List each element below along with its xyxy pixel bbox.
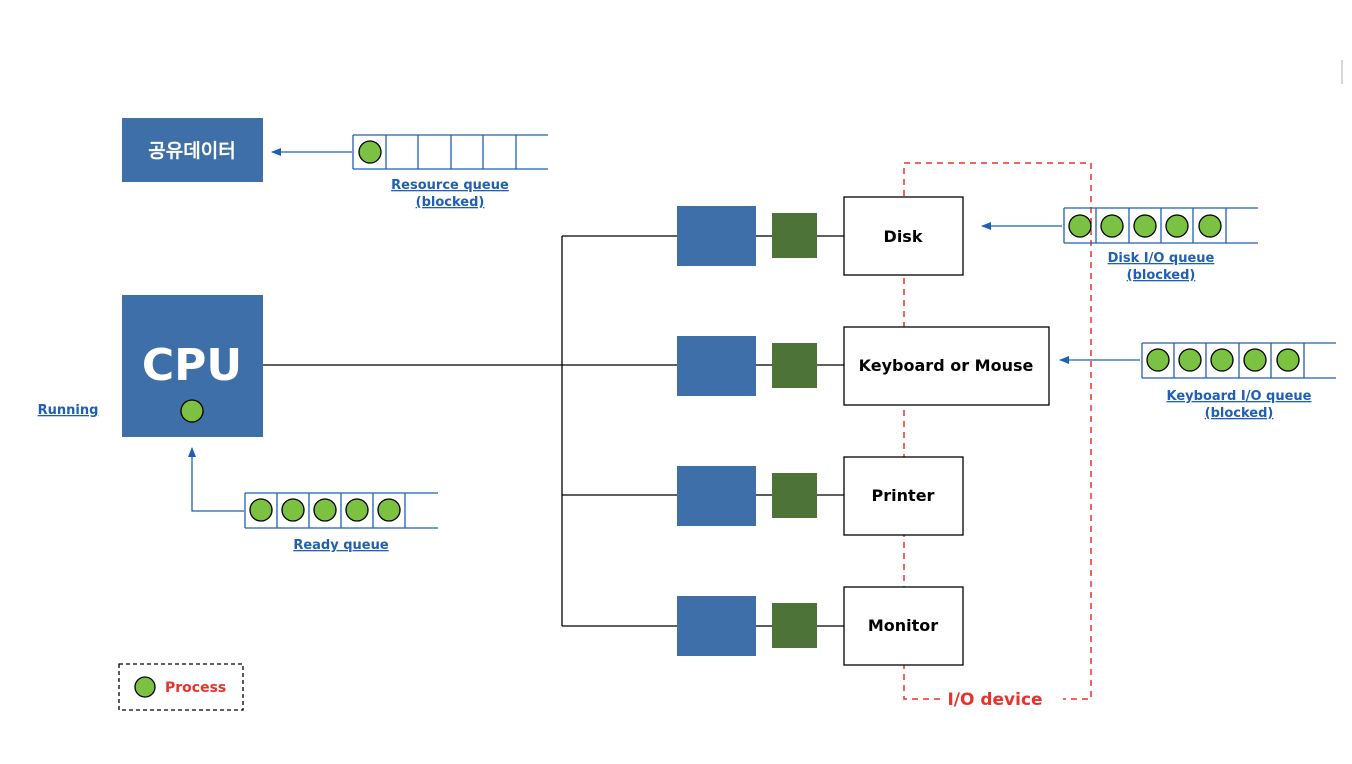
process-circle <box>1178 348 1202 372</box>
keyboard-queue-label: Keyboard I/O queue <box>1167 389 1312 404</box>
monitor-device-label: Monitor <box>868 616 938 635</box>
monitor-controller <box>677 596 756 656</box>
process-circle <box>1210 348 1234 372</box>
process-circle <box>1198 214 1222 238</box>
ready-queue-arrow <box>188 447 244 512</box>
disk-io-queue <box>1063 207 1258 244</box>
printer-module <box>772 473 817 518</box>
resource-queue <box>352 134 548 170</box>
ready-queue-processes <box>249 498 401 522</box>
printer-device-label: Printer <box>872 486 935 505</box>
disk-queue-sub: (blocked) <box>1127 268 1196 283</box>
disk-device-label: Disk <box>884 227 923 246</box>
process-circle <box>1276 348 1300 372</box>
keyboard-queue-processes <box>1146 348 1300 372</box>
shared-data-box <box>122 118 263 182</box>
device-modules <box>772 213 817 648</box>
process-circle <box>1100 214 1124 238</box>
printer-device-box <box>843 456 964 536</box>
shared-data-label: 공유데이터 <box>148 140 235 162</box>
disk-queue-label: Disk I/O queue <box>1108 251 1215 266</box>
disk-module <box>772 213 817 258</box>
process-circle <box>1243 348 1267 372</box>
process-circle <box>1146 348 1170 372</box>
resource-queue-label: Resource queue <box>391 178 509 193</box>
process-circle <box>377 498 401 522</box>
process-circle <box>1165 214 1189 238</box>
process-circle <box>249 498 273 522</box>
disk-device-box <box>843 196 964 276</box>
io-device-label: I/O device <box>947 690 1042 710</box>
keyboard-io-queue <box>1141 342 1336 379</box>
monitor-module <box>772 603 817 648</box>
legend-box <box>118 663 244 711</box>
running-label: Running <box>38 403 99 418</box>
keyboard-device-label: Keyboard or Mouse <box>859 356 1034 375</box>
keyboard-queue-sub: (blocked) <box>1205 406 1274 421</box>
legend-label: Process <box>165 680 226 696</box>
ready-queue-label: Ready queue <box>293 538 389 553</box>
system-bus <box>263 235 844 627</box>
ready-queue <box>244 492 438 529</box>
process-circle <box>313 498 337 522</box>
process-circle <box>281 498 305 522</box>
disk-queue-processes <box>1068 214 1222 238</box>
process-circle <box>345 498 369 522</box>
disk-controller <box>677 206 756 266</box>
running-process-circle <box>180 399 204 423</box>
device-controllers <box>677 206 756 656</box>
io-device-boundary <box>903 162 1092 700</box>
monitor-device-box <box>843 586 964 666</box>
legend-process-icon <box>134 676 156 698</box>
printer-controller <box>677 466 756 526</box>
keyboard-controller <box>677 336 756 396</box>
process-circle <box>358 140 382 164</box>
process-circle <box>1133 214 1157 238</box>
cpu-label: CPU <box>142 340 242 391</box>
keyboard-module <box>772 343 817 388</box>
process-circle <box>1068 214 1092 238</box>
resource-queue-sub: (blocked) <box>416 195 485 210</box>
keyboard-device-box <box>843 326 1050 406</box>
